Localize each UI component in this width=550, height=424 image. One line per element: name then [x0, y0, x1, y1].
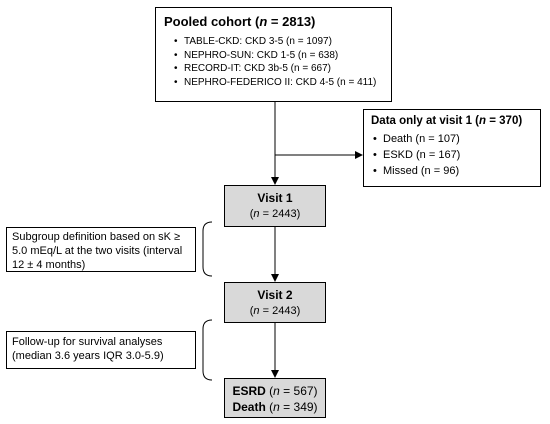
visit1-box: Visit 1 (n = 2443)	[224, 185, 326, 227]
list-item: NEPHRO-FEDERICO II: CKD 4-5 (n = 411)	[172, 76, 383, 90]
list-item: RECORD-IT: CKD 3b-5 (n = 667)	[172, 62, 383, 76]
pooled-cohort-n-value: = 2813	[270, 14, 312, 29]
bracket-followup	[202, 319, 213, 381]
death-n-label: n	[273, 400, 280, 414]
pooled-cohort-title: Pooled cohort (n = 2813)	[164, 14, 316, 29]
esrd-n-label: n	[273, 384, 280, 398]
visit2-count: (n = 2443)	[249, 305, 301, 317]
esrd-n-value: = 567	[283, 384, 314, 398]
subgroup-note-box: Subgroup definition based on sK ≥ 5.0 mE…	[6, 227, 196, 272]
pooled-cohort-list: TABLE-CKD: CKD 3-5 (n = 1097) NEPHRO-SUN…	[172, 35, 383, 89]
esrd-line: ESRD (n = 567)	[232, 384, 318, 398]
subgroup-note-text: Subgroup definition based on sK ≥ 5.0 mE…	[12, 231, 183, 271]
pooled-cohort-box: Pooled cohort (n = 2813) TABLE-CKD: CKD …	[155, 7, 392, 102]
list-item: Death (n = 107)	[371, 131, 533, 147]
list-item: Missed (n = 96)	[371, 163, 533, 179]
list-item: NEPHRO-SUN: CKD 1-5 (n = 638)	[172, 49, 383, 63]
visit1-n-label: n	[253, 208, 260, 220]
death-label: Death	[232, 400, 266, 414]
visit1-n-value: = 2443	[262, 208, 297, 220]
exclusion-title-text: Data only at visit 1	[371, 115, 472, 127]
visit2-box: Visit 2 (n = 2443)	[224, 282, 326, 323]
outcomes-box: ESRD (n = 567) Death (n = 349)	[224, 378, 326, 418]
exclusion-n-value: = 370	[489, 115, 519, 127]
visit1-count: (n = 2443)	[249, 208, 301, 220]
bracket-subgroup	[202, 221, 213, 277]
visit1-title: Visit 1	[257, 191, 293, 205]
exclusion-list: Death (n = 107) ESKD (n = 167) Missed (n…	[371, 131, 533, 179]
followup-note-box: Follow-up for survival analyses (median …	[6, 331, 196, 369]
list-item: TABLE-CKD: CKD 3-5 (n = 1097)	[172, 35, 383, 49]
visit2-n-label: n	[253, 305, 260, 317]
esrd-label: ESRD	[232, 384, 266, 398]
exclusion-box: Data only at visit 1 (n = 370) Death (n …	[363, 109, 541, 187]
death-line: Death (n = 349)	[232, 400, 318, 414]
visit2-n-value: = 2443	[262, 305, 297, 317]
exclusion-n-label: n	[479, 115, 487, 127]
pooled-cohort-title-text: Pooled cohort	[164, 14, 252, 29]
exclusion-title: Data only at visit 1 (n = 370)	[371, 115, 523, 127]
death-n-value: = 349	[283, 400, 314, 414]
pooled-cohort-n-label: n	[259, 14, 268, 29]
visit2-title: Visit 2	[257, 288, 293, 302]
followup-note-text: Follow-up for survival analyses (median …	[12, 336, 164, 362]
list-item: ESKD (n = 167)	[371, 147, 533, 163]
